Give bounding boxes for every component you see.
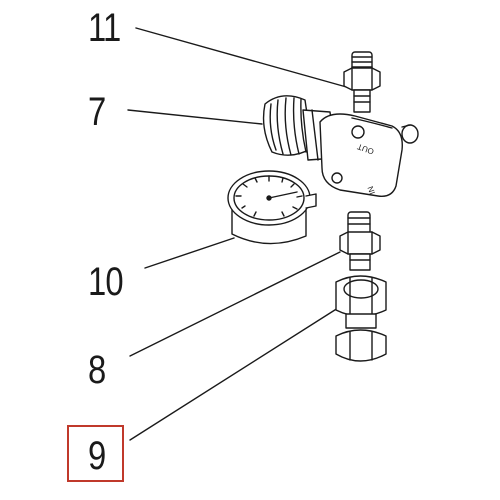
- callout-8: 8: [88, 348, 106, 392]
- part-10-gauge: [227, 170, 317, 245]
- callout-7: 7: [88, 90, 106, 134]
- part-11-fitting: [343, 51, 381, 113]
- in-port-label: IN: [366, 185, 377, 196]
- leader-lines: [127, 27, 351, 441]
- callout-11: 11: [88, 6, 121, 50]
- callout-10: 10: [88, 260, 124, 304]
- leader-line-10: [144, 237, 235, 269]
- leader-line-7: [127, 109, 263, 125]
- leader-line-8: [129, 251, 341, 357]
- part-7-regulator: [262, 95, 419, 197]
- leader-line-9: [129, 307, 339, 441]
- callout-9: 9: [88, 434, 106, 478]
- highlight-box: [67, 425, 124, 482]
- part-9-union-nut: [335, 275, 387, 362]
- part-8-nipple: [339, 211, 381, 271]
- leader-line-11: [135, 27, 351, 89]
